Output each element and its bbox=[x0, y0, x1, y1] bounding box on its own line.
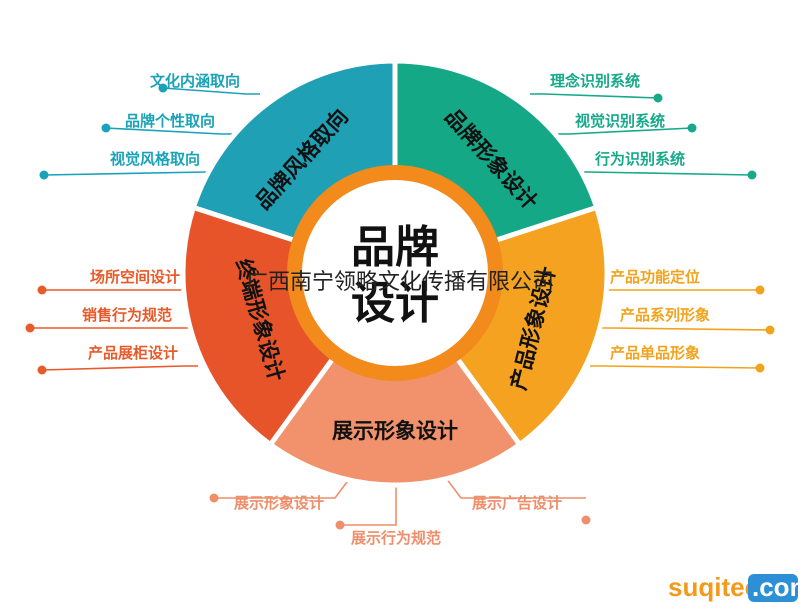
branch-line-product-2 bbox=[590, 365, 761, 369]
branch-label-terminal-0: 场所空间设计 bbox=[90, 268, 180, 286]
center-title-line1: 品牌 bbox=[351, 222, 439, 273]
branch-dot-terminal-2 bbox=[37, 365, 47, 375]
branch-dot-image-2 bbox=[747, 170, 757, 180]
branch-label-terminal-1: 销售行为规范 bbox=[82, 306, 172, 324]
branch-dot-style-0 bbox=[158, 83, 168, 93]
center-title-line2: 设计 bbox=[351, 278, 439, 329]
center-disc bbox=[302, 180, 488, 366]
branch-dot-terminal-1 bbox=[25, 323, 35, 333]
branch-label-product-2: 产品单品形象 bbox=[610, 344, 700, 362]
branch-dot-display-0 bbox=[209, 493, 219, 503]
branch-label-image-1: 视觉识别系统 bbox=[575, 112, 665, 130]
branch-dot-style-2 bbox=[39, 170, 49, 180]
branch-line-display-0 bbox=[214, 477, 351, 499]
branch-line-style-1 bbox=[105, 127, 235, 135]
branch-dot-image-0 bbox=[653, 93, 663, 103]
branch-line-image-0 bbox=[530, 93, 659, 99]
branch-label-style-1: 品牌个性取向 bbox=[125, 112, 215, 130]
branch-label-image-0: 理念识别系统 bbox=[550, 72, 640, 90]
branch-line-style-0 bbox=[162, 87, 260, 95]
watermark-text: 广西南宁领略文化传播有限公司 bbox=[246, 270, 554, 295]
branch-label-style-2: 视觉风格取向 bbox=[110, 150, 200, 168]
branch-dot-terminal-0 bbox=[37, 285, 47, 295]
ring-segments bbox=[180, 58, 610, 488]
branch-dot-image-1 bbox=[687, 123, 697, 133]
logo-text-domain: .com bbox=[752, 572, 800, 602]
branch-dot-product-2 bbox=[755, 363, 765, 373]
logo-badge bbox=[748, 574, 798, 602]
branch-label-style-0: 文化内涵取向 bbox=[150, 72, 240, 90]
branch-dot-product-1 bbox=[765, 325, 775, 335]
segment-label-display: 展示形象设计 bbox=[332, 419, 458, 443]
branch-dot-display-1 bbox=[335, 520, 345, 530]
branch-label-terminal-2: 产品展柜设计 bbox=[88, 344, 178, 362]
branch-label-display-2: 展示广告设计 bbox=[472, 494, 562, 512]
branch-label-display-1: 展示行为规范 bbox=[351, 529, 441, 547]
branch-line-image-2 bbox=[575, 171, 753, 176]
branch-line-style-2 bbox=[43, 171, 220, 176]
site-logo: suqitech .com bbox=[668, 572, 800, 602]
branch-label-image-2: 行为识别系统 bbox=[594, 150, 685, 168]
branch-dot-display-2 bbox=[581, 515, 591, 525]
branch-label-display-0: 展示形象设计 bbox=[234, 494, 324, 512]
branch-line-display-1 bbox=[340, 482, 397, 526]
branch-label-product-1: 产品系列形象 bbox=[620, 306, 710, 324]
branch-dot-style-1 bbox=[101, 123, 111, 133]
branch-line-product-1 bbox=[600, 327, 771, 331]
branch-dot-product-0 bbox=[755, 285, 765, 295]
branch-label-product-0: 产品功能定位 bbox=[610, 268, 700, 286]
branch-line-image-1 bbox=[555, 127, 693, 135]
branch-line-terminal-2 bbox=[41, 365, 198, 371]
branch-line-display-2 bbox=[445, 477, 586, 499]
